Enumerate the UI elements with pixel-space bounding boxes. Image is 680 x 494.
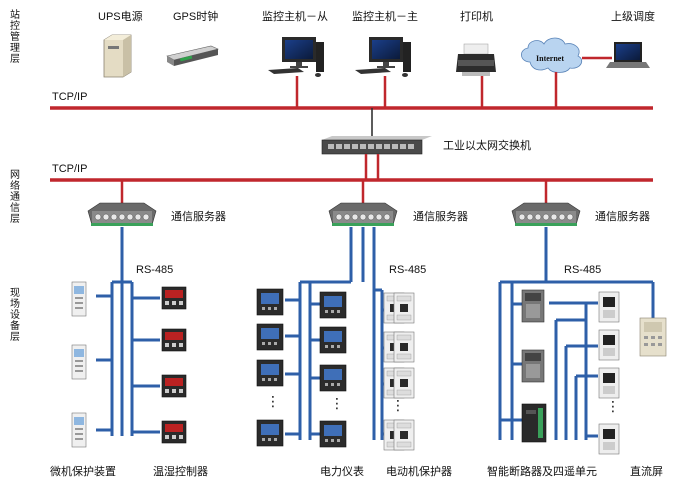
ethernet-switch-icon: [321, 136, 432, 155]
power-meters-left: [256, 288, 284, 447]
rs485-bus-group-2: [285, 227, 386, 440]
more-protectors-indicator: ⋮: [391, 397, 405, 413]
comm-server-icon-2: [328, 202, 398, 227]
comm-server-icon-3: [511, 202, 581, 227]
microcomputer-protection-label: 微机保护装置: [50, 466, 116, 478]
tcpip-label-top: TCP/IP: [52, 91, 88, 103]
microcomputer-protection-devices: [71, 281, 87, 448]
laptop-icon: [606, 42, 650, 68]
internet-label: Internet: [536, 54, 564, 63]
network-layer-label: 网络通信层: [10, 170, 20, 225]
rs485-bus-group-1: [96, 227, 160, 436]
gps-clock-icon: [166, 45, 219, 66]
station-links: [295, 56, 612, 108]
dc-panel-label: 直流屏: [630, 466, 663, 478]
smart-breaker-label: 智能断路器及四遥单元: [487, 466, 597, 478]
rs485-label-2: RS-485: [389, 264, 427, 276]
more-meters-indicator-1: ⋮: [266, 393, 280, 409]
internet-cloud-icon: [521, 37, 583, 73]
printer-label: 打印机: [460, 11, 493, 23]
printer-icon: [456, 43, 496, 76]
four-remote-unit-icon: [521, 403, 547, 443]
monitor-master-label: 监控主机－主: [352, 11, 418, 23]
comm-server-icon-1: [87, 202, 157, 227]
field-layer-label: 现场设备层: [10, 288, 20, 343]
breaker-modules: [598, 291, 620, 455]
motor-protectors: [383, 292, 415, 451]
rs485-label-3: RS-485: [564, 264, 602, 276]
rs485-bus-group-3: [498, 227, 655, 440]
comm-server-label-1: 通信服务器: [171, 211, 226, 223]
monitor-master-icon: [355, 37, 411, 77]
temp-humidity-label: 温湿控制器: [153, 466, 208, 478]
ups-label: UPS电源: [98, 11, 143, 23]
more-meters-indicator-2: ⋮: [330, 395, 344, 411]
power-meters-right: [319, 291, 347, 448]
tcpip-label-mid: TCP/IP: [52, 163, 88, 175]
temp-humidity-controllers: [161, 286, 187, 444]
monitor-slave-label: 监控主机－从: [262, 11, 328, 23]
smart-breakers: [521, 289, 545, 383]
power-meter-label: 电力仪表: [320, 466, 364, 478]
station-layer-label: 站控管理层: [10, 10, 20, 65]
rs485-label-1: RS-485: [136, 264, 174, 276]
comm-server-label-2: 通信服务器: [413, 211, 468, 223]
monitor-slave-icon: [268, 37, 324, 77]
more-modules-indicator: ⋮: [606, 398, 620, 414]
motor-protector-label: 电动机保护器: [386, 466, 452, 478]
ups-icon: [103, 34, 132, 78]
gps-label: GPS时钟: [173, 11, 219, 23]
comm-server-label-3: 通信服务器: [595, 211, 650, 223]
dc-panel-icon: [639, 317, 667, 357]
upper-dispatch-label: 上级调度: [611, 11, 655, 23]
switch-label: 工业以太网交换机: [443, 140, 531, 152]
